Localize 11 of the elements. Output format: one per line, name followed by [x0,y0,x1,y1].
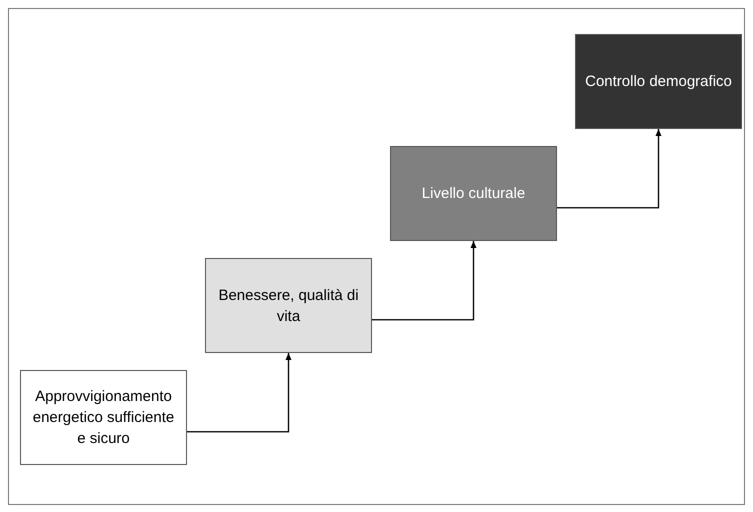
step-label: Livello culturale [422,184,526,204]
arrow [557,129,662,208]
step-box [390,146,557,241]
step-label: Controllo demografico [585,72,732,92]
step-box [205,258,372,353]
arrow [372,241,476,320]
step-box [20,370,187,465]
arrow [187,353,292,432]
step-label: Approvvigionamento energetico sufficiente e sicuro [32,387,176,449]
step-label: Benessere, qualità di vita [217,286,360,326]
step-box [575,34,742,129]
